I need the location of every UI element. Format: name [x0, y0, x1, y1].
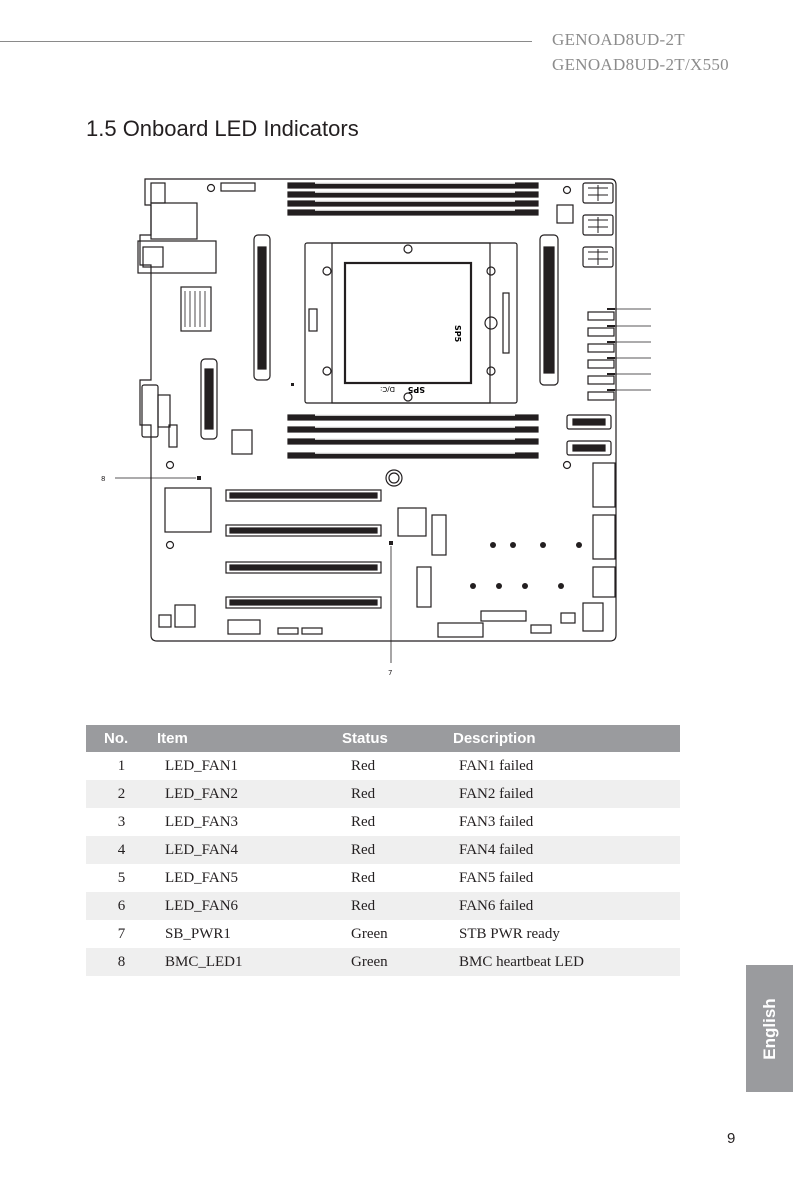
cell-status: Green — [351, 925, 388, 942]
motherboard-diagram: SP5 SP5 D/C: 1 2 3 4 5 6 7 8 — [101, 178, 651, 677]
table-row: 6 LED_FAN6 Red FAN6 failed — [86, 892, 680, 920]
cell-status: Red — [351, 813, 376, 830]
lan-chip — [397, 507, 427, 537]
bmc-led — [197, 476, 201, 480]
table-row: 8 BMC_LED1 Green BMC heartbeat LED — [86, 948, 680, 976]
header-status: Status — [342, 725, 453, 752]
sb-pwr-led — [389, 541, 393, 545]
battery-holder — [231, 429, 253, 455]
top-header — [220, 182, 256, 192]
cell-no: 3 — [117, 813, 126, 830]
section-title: 1.5 Onboard LED Indicators — [86, 116, 359, 141]
header-description: Description — [453, 725, 680, 752]
bmc-chip — [164, 487, 212, 533]
table-row: 2 LED_FAN2 Red FAN2 failed — [86, 780, 680, 808]
cell-status: Red — [351, 757, 376, 774]
cell-item: LED_FAN5 — [165, 869, 239, 886]
model-name-1: GENOAD8UD-2T — [552, 30, 685, 49]
cell-no: 8 — [86, 948, 157, 976]
vrm-heatsink-left — [253, 234, 271, 381]
cell-status: Red — [351, 869, 376, 886]
cell-description: FAN4 failed — [453, 836, 680, 864]
table-header-row: No. Item Status Description — [86, 725, 680, 752]
callout-7: 7 — [388, 669, 392, 677]
cell-description: FAN5 failed — [459, 869, 534, 886]
cell-no: 4 — [86, 836, 157, 864]
language-tab: English — [746, 965, 793, 1092]
cell-no: 2 — [86, 780, 157, 808]
cell-item: LED_FAN1 — [165, 757, 239, 774]
fan-headers — [587, 311, 615, 401]
cell-description: FAN6 failed — [453, 892, 680, 920]
cell-no: 1 — [117, 757, 126, 774]
dimm-slots-lower — [287, 414, 539, 459]
header-rule — [0, 41, 532, 42]
front-panel — [480, 610, 527, 622]
header-item: Item — [157, 725, 342, 752]
board-outline — [139, 178, 617, 642]
model-name-2: GENOAD8UD-2T/X550 — [552, 55, 729, 74]
usb-header — [227, 619, 261, 635]
table-row: 4 LED_FAN4 Red FAN4 failed — [86, 836, 680, 864]
dc-silkscreen: D/C: — [380, 385, 395, 393]
cell-item: BMC_LED1 — [157, 948, 342, 976]
cell-no: 6 — [86, 892, 157, 920]
cell-description: FAN1 failed — [459, 757, 534, 774]
cell-status: Green — [342, 948, 453, 976]
dimm-slots-upper — [287, 182, 539, 216]
table-row: 5 LED_FAN5 Red FAN5 failed — [86, 864, 680, 892]
cell-description: FAN3 failed — [459, 813, 534, 830]
vrm-heatsink-left-2 — [200, 358, 218, 440]
cell-description: STB PWR ready — [459, 925, 560, 942]
sata-power — [592, 566, 616, 598]
cpu-silkscreen-2: SP5 — [407, 385, 425, 394]
table-row: 3 LED_FAN3 Red FAN3 failed — [86, 808, 680, 836]
cell-no: 7 — [117, 925, 126, 942]
m2-slot-1 — [431, 514, 447, 556]
oculink-1 — [592, 462, 616, 508]
m2-slot-2 — [416, 566, 432, 608]
cell-item: LED_FAN3 — [165, 813, 239, 830]
cell-item: LED_FAN4 — [157, 836, 342, 864]
cell-status: Red — [342, 892, 453, 920]
slimline-2 — [566, 440, 612, 456]
cell-status: Red — [342, 836, 453, 864]
cell-no: 5 — [117, 869, 126, 886]
cpu-silkscreen: SP5 — [453, 325, 462, 343]
table-row: 1 LED_FAN1 Red FAN1 failed — [86, 752, 680, 780]
chipset-heatsink — [180, 286, 212, 332]
power-connectors — [556, 182, 614, 268]
cell-item: SB_PWR1 — [165, 925, 231, 942]
oculink-2 — [592, 514, 616, 560]
vrm-heatsink-right — [539, 234, 559, 386]
fan-leds — [607, 308, 615, 391]
cell-description: BMC heartbeat LED — [453, 948, 680, 976]
lan-port-1 — [150, 202, 198, 240]
slimline-1 — [566, 414, 612, 430]
language-label: English — [759, 997, 779, 1060]
atx-24pin — [437, 622, 484, 638]
cell-description: FAN2 failed — [453, 780, 680, 808]
com-port — [141, 384, 159, 438]
cell-status: Red — [342, 780, 453, 808]
led-indicator-table: No. Item Status Description 1 LED_FAN1 R… — [86, 725, 680, 976]
callout-8: 8 — [101, 475, 105, 483]
pcie-slots — [225, 489, 382, 609]
page-number: 9 — [727, 1130, 736, 1147]
lan-port-2 — [137, 240, 217, 274]
header-no: No. — [86, 725, 157, 752]
cell-item: LED_FAN6 — [157, 892, 342, 920]
usb-port — [150, 182, 166, 204]
cell-item: LED_FAN2 — [157, 780, 342, 808]
table-row: 7 SB_PWR1 Green STB PWR ready — [86, 920, 680, 948]
